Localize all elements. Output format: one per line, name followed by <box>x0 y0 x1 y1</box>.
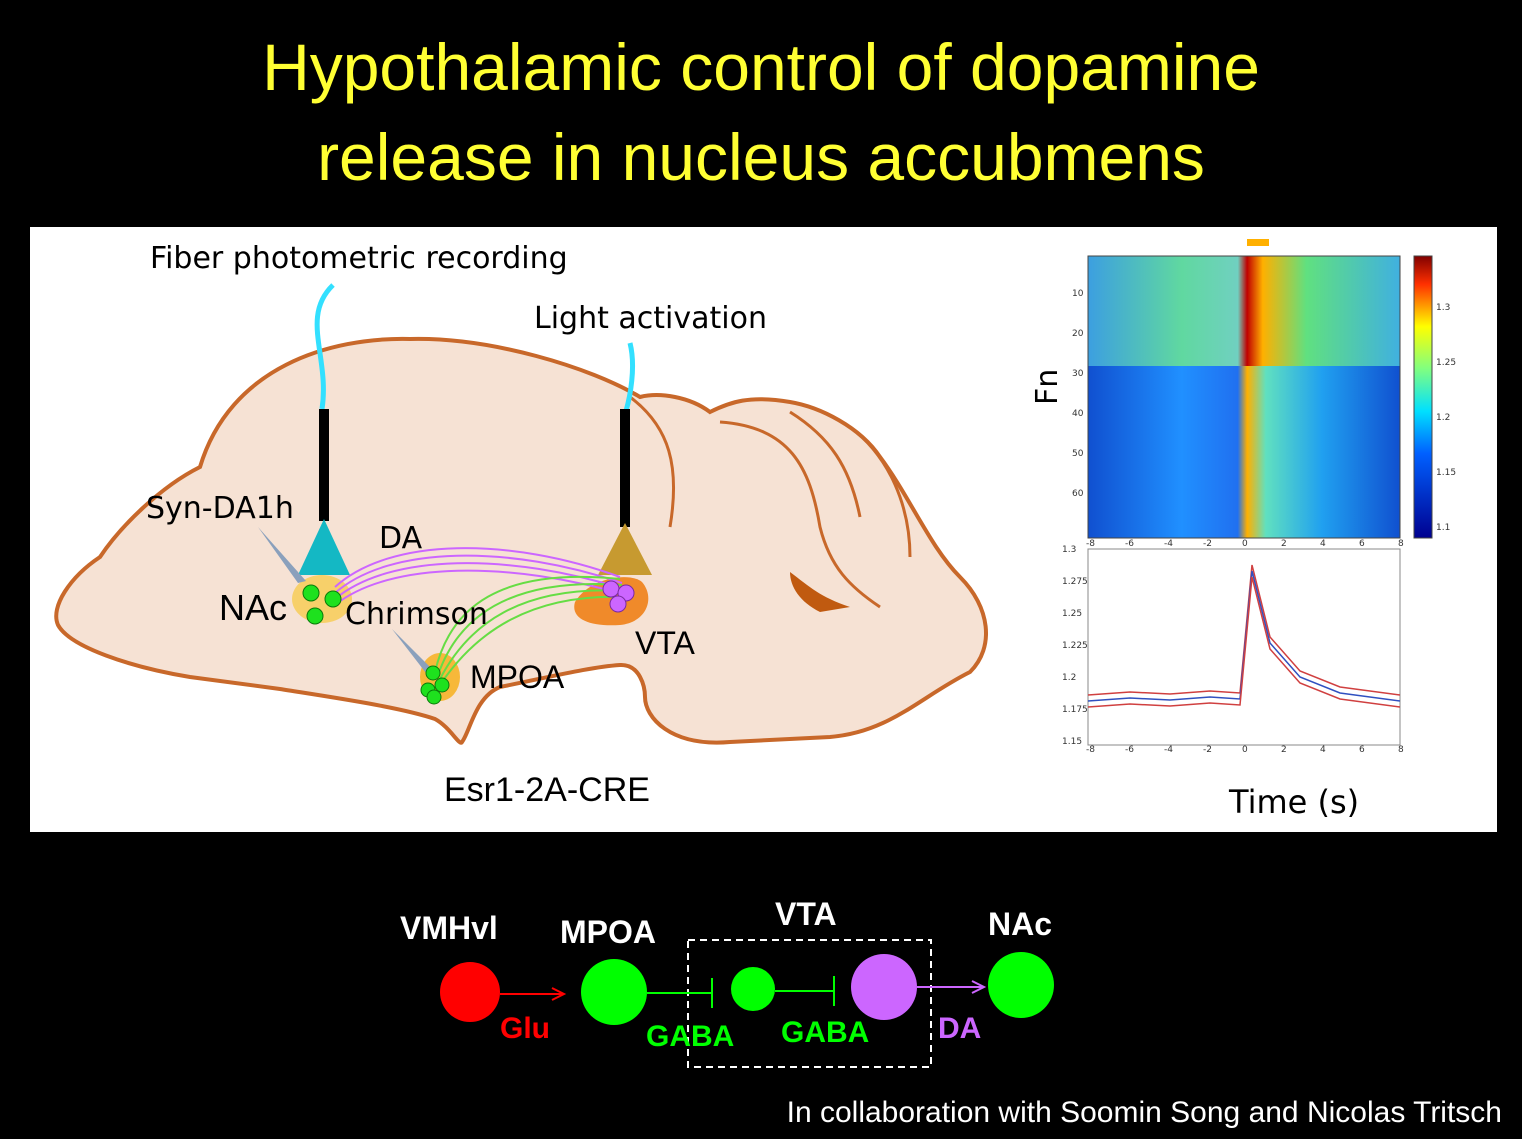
vta-gaba-node <box>731 967 775 1011</box>
brain-diagram <box>54 239 1433 746</box>
chrimson-label: Chrimson <box>345 597 488 632</box>
heatmap-x-tick: -8 <box>1086 539 1095 549</box>
heatmap-y-tick: 10 <box>1072 289 1084 299</box>
title-line-2: release in nucleus accubmens <box>317 120 1205 194</box>
trace-y-tick: 1.15 <box>1062 737 1083 747</box>
light-label: Light activation <box>534 301 767 336</box>
colorbar-tick: 1.1 <box>1436 523 1451 533</box>
mouse-line-label: Esr1-2A-CRE <box>444 771 650 809</box>
heatmap-x-tick: -2 <box>1203 539 1212 549</box>
gaba-label-1: GABA <box>646 1020 735 1053</box>
heatmap-x-tick: 8 <box>1398 539 1404 549</box>
trace-x-tick: 4 <box>1320 745 1326 755</box>
brain-outline <box>54 336 988 745</box>
colorbar-tick: 1.3 <box>1436 303 1451 313</box>
heatmap-bottom <box>1088 366 1400 538</box>
trace-y-tick: 1.275 <box>1062 577 1088 587</box>
heatmap-y-tick: 40 <box>1072 409 1084 419</box>
trace-y-tick: 1.175 <box>1062 705 1088 715</box>
nac-label: NAc <box>219 587 288 628</box>
trace-y-tick: 1.3 <box>1062 545 1077 555</box>
nac-light-cone <box>298 519 350 575</box>
vta-label: VTA <box>635 625 695 661</box>
heatmap-y-tick: 20 <box>1072 329 1084 339</box>
trace-x-tick: 0 <box>1242 745 1248 755</box>
heatmap-top <box>1088 256 1400 366</box>
vta-da-node <box>851 954 917 1020</box>
trace-x-tick: 6 <box>1359 745 1365 755</box>
vta-light-cone <box>598 523 652 575</box>
gaba-label-2: GABA <box>781 1016 870 1049</box>
trace-x-tick: -2 <box>1203 745 1212 755</box>
heatmap-x-tick: 6 <box>1359 539 1365 549</box>
trace-y-tick: 1.25 <box>1062 609 1083 619</box>
vta-circuit-label: VTA <box>775 896 837 932</box>
trace-y-tick: 1.225 <box>1062 641 1088 651</box>
trace-x-tick: -8 <box>1086 745 1095 755</box>
colorbar-tick: 1.25 <box>1436 358 1457 368</box>
heatmap-ylabel: Fn <box>1030 368 1065 405</box>
heatmap-x-tick: -4 <box>1164 539 1173 549</box>
heatmap-y-tick: 30 <box>1072 369 1084 379</box>
sensor-label: Syn-DA1h <box>146 491 294 526</box>
fiber-label: Fiber photometric recording <box>150 241 568 276</box>
colorbar-tick: 1.15 <box>1436 468 1457 478</box>
collaboration-credit: In collaboration with Soomin Song and Ni… <box>786 1096 1502 1129</box>
trace-upper <box>1087 564 1401 696</box>
nac-circuit-label: NAc <box>988 906 1053 942</box>
colorbar <box>1413 255 1433 539</box>
trace-x-tick: -6 <box>1125 745 1134 755</box>
heatmap-x-tick: 2 <box>1281 539 1287 549</box>
glu-label: Glu <box>500 1012 550 1045</box>
vmhvl-node <box>440 962 500 1022</box>
title-line-1: Hypothalamic control of dopamine <box>262 30 1260 104</box>
mpoa-node <box>581 959 647 1025</box>
colorbar-tick: 1.2 <box>1436 413 1451 423</box>
heatmap-y-tick: 60 <box>1072 489 1084 499</box>
trace-x-tick: 8 <box>1398 745 1404 755</box>
mpoa-circuit-label: MPOA <box>560 914 656 950</box>
stim-marker <box>1247 239 1269 246</box>
figure-panel: Fiber photometric recording Light activa… <box>30 227 1497 832</box>
heatmap-x-tick: 0 <box>1242 539 1248 549</box>
nac-node <box>988 952 1054 1018</box>
da-label: DA <box>379 521 423 556</box>
trace-x-tick: 2 <box>1281 745 1287 755</box>
trace-y-tick: 1.2 <box>1062 673 1077 683</box>
trace-lower <box>1087 576 1401 708</box>
vmhvl-label: VMHvl <box>400 910 498 946</box>
da-circuit-label: DA <box>938 1012 982 1045</box>
heatmap-xlabel: Time (s) <box>1229 783 1360 821</box>
trace-mean <box>1087 570 1401 702</box>
heatmap-x-tick: 4 <box>1320 539 1326 549</box>
heatmap-y-tick: 50 <box>1072 449 1084 459</box>
heatmap-x-tick: -6 <box>1125 539 1134 549</box>
mpoa-label: MPOA <box>470 659 565 695</box>
trace-x-tick: -4 <box>1164 745 1173 755</box>
slide-title: Hypothalamic control of dopamine release… <box>0 22 1522 202</box>
brainstem-region <box>790 572 850 612</box>
